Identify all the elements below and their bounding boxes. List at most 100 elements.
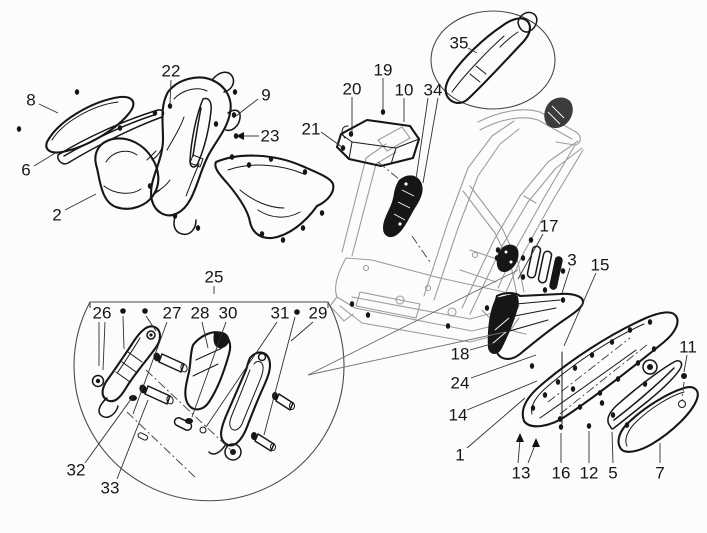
cover-35 <box>444 17 531 105</box>
small-stud <box>137 432 149 441</box>
alignment-dashdot <box>377 161 431 263</box>
seat-latch-stripes <box>547 105 565 125</box>
leader-line <box>527 444 536 464</box>
leader-line <box>320 131 343 148</box>
cover-22-tongue <box>173 213 197 236</box>
callout-13: 13 <box>512 464 531 483</box>
leader-line <box>466 397 526 449</box>
frame-floor-inner <box>351 291 501 320</box>
bracket-eyelet-hole <box>149 333 153 337</box>
leader-line <box>102 321 106 371</box>
leader-line <box>169 79 172 105</box>
frame-head-bracket <box>377 126 411 152</box>
rear-central-cover-22 <box>150 76 232 217</box>
leader-line <box>466 380 538 411</box>
callout-10: 10 <box>395 81 414 100</box>
axis-dashdot <box>126 369 234 480</box>
side-cover-assembly-3 <box>487 291 585 360</box>
callout-3: 3 <box>567 251 576 270</box>
trim-strip-5 <box>607 360 683 430</box>
callout-30: 30 <box>219 304 238 323</box>
pivot-boss <box>224 443 242 461</box>
frame-hole <box>395 295 405 305</box>
callout-21: 21 <box>302 120 321 139</box>
mat-7-rim <box>625 391 685 447</box>
glovebox-and-bracket <box>335 118 431 263</box>
bracket-right-slot <box>229 361 264 431</box>
callout-31: 31 <box>271 304 290 323</box>
bolt-head <box>166 395 174 405</box>
frame-front-tube <box>341 143 397 257</box>
front-cover-assembly <box>45 71 335 240</box>
detail-circle-35 <box>430 10 556 110</box>
leader-line <box>84 394 135 464</box>
rubber-cover-fold <box>213 331 230 349</box>
footpeg-bracket-right <box>220 351 272 447</box>
leader-line <box>415 97 429 180</box>
hinge-plate-hole <box>504 250 508 254</box>
bracket-right-foot <box>208 443 227 455</box>
leader-line <box>33 151 58 167</box>
callout-15: 15 <box>591 256 610 275</box>
callout-29: 29 <box>309 304 328 323</box>
screw-11 <box>681 373 687 379</box>
cover-22-details <box>166 88 208 197</box>
callout-35: 35 <box>450 34 469 53</box>
leader-line <box>122 315 125 350</box>
frame-hole <box>362 264 370 272</box>
callout-7: 7 <box>655 464 664 483</box>
side-panel-4 <box>214 154 335 240</box>
callout-32: 32 <box>67 461 86 480</box>
leader-line <box>469 340 503 351</box>
leader-arrowhead <box>516 433 524 442</box>
callout-23: 23 <box>261 127 280 146</box>
trim-blade-9 <box>189 97 212 168</box>
callout-28: 28 <box>191 304 210 323</box>
support-bracket-34 <box>383 175 423 238</box>
detail-connection-line <box>307 331 506 376</box>
leader-line <box>470 354 537 379</box>
screw-11-axis <box>681 381 685 402</box>
washer-32-hole <box>95 378 101 384</box>
leader-line <box>561 267 571 294</box>
footboard-mat-7 <box>617 386 699 453</box>
bolt-27 <box>158 353 185 373</box>
frame-rear-tube-b <box>461 140 583 315</box>
bolt-head <box>270 443 276 451</box>
callout-anchor-dot <box>120 308 126 314</box>
footboard-mat-8 <box>45 95 135 154</box>
leader-line <box>38 103 59 114</box>
leader-line <box>235 98 259 117</box>
ring-31 <box>199 426 207 434</box>
footpeg-bracket-left <box>101 325 162 403</box>
pillion-bracket-ribs <box>491 317 510 345</box>
frame-hole <box>424 284 432 292</box>
cover-35-details <box>451 31 519 93</box>
front-cover-2 <box>94 137 160 210</box>
bolt-29 <box>254 433 275 452</box>
leader-line <box>467 47 478 54</box>
callout-34: 34 <box>424 81 443 100</box>
bolt-27 <box>144 385 171 405</box>
leader-line <box>116 399 149 480</box>
callout-16: 16 <box>552 464 571 483</box>
leader-line <box>683 354 688 373</box>
slat-plate <box>526 245 542 279</box>
callout-18: 18 <box>451 345 470 364</box>
callout-5: 5 <box>608 464 617 483</box>
bracket-34-hole <box>398 222 402 226</box>
callout-25: 25 <box>205 268 224 287</box>
bracket-34-ribs <box>393 189 415 221</box>
leader-line <box>132 321 168 415</box>
bolt-head <box>289 402 295 410</box>
leader-line <box>191 321 227 418</box>
bracket-34-hole <box>404 182 408 186</box>
callout-20: 20 <box>343 80 362 99</box>
bolt-head <box>180 363 188 373</box>
detail-circle-35-outline <box>430 10 556 110</box>
frame-rear-tube-a <box>423 120 520 301</box>
cover-2-details <box>103 142 171 198</box>
